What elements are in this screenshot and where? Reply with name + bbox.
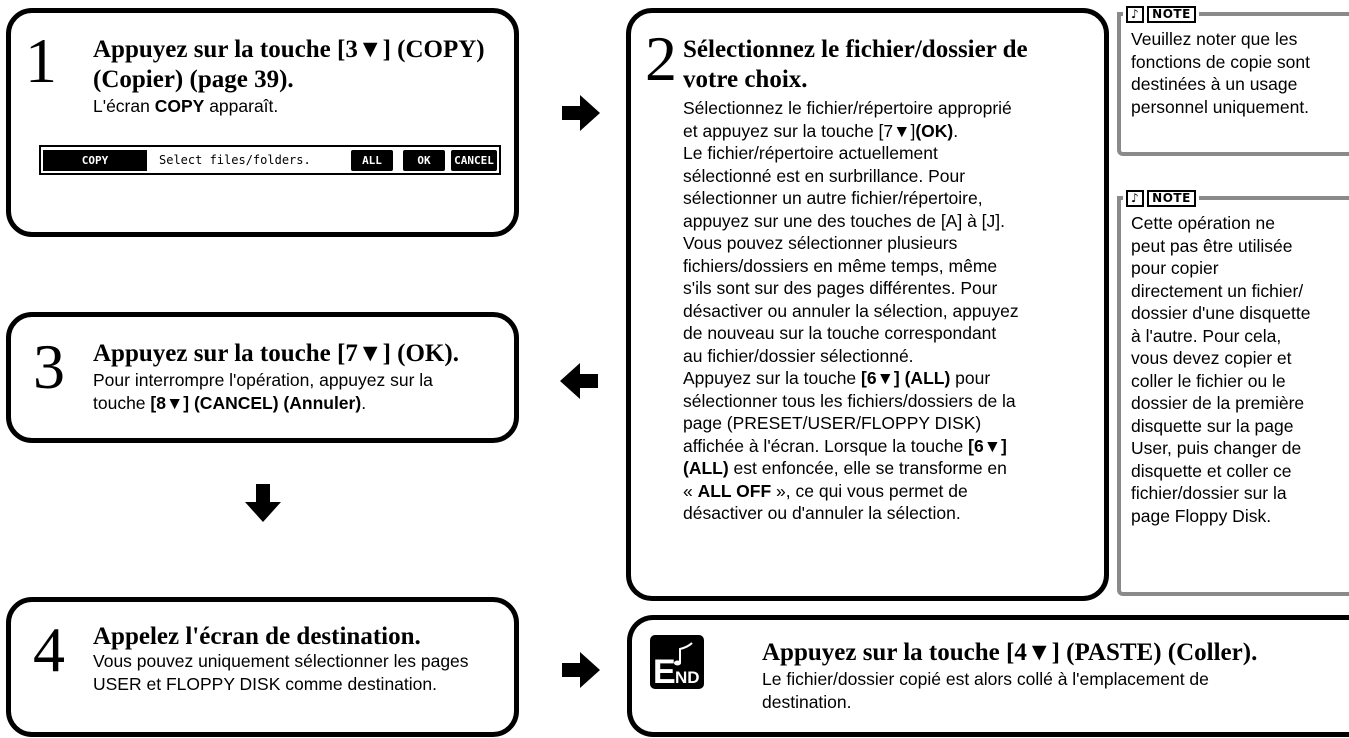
end-box — [627, 615, 1349, 737]
step-2-body: Sélectionnez le fichier/répertoire appro… — [683, 98, 1019, 523]
note-2: ♪ NOTE Cette opération ne peut pas être … — [1117, 189, 1349, 596]
lcd-cancel-button[interactable]: CANCEL — [451, 150, 497, 171]
step-1-title: Appuyez sur la touche [3▼] (COPY) (Copie… — [93, 36, 485, 93]
note-1-text: Veuillez noter que les fonctions de copi… — [1131, 29, 1311, 117]
svg-text:ND: ND — [675, 668, 700, 687]
step-1-box: 1 Appuyez sur la touche [3▼] (COPY) (Cop… — [6, 8, 519, 237]
arrow-right-icon — [562, 95, 600, 131]
arrow-down-icon — [245, 484, 281, 522]
step-3-body: Pour interrompre l'opération, appuyez su… — [93, 370, 433, 413]
note-1: ♪ NOTE Veuillez noter que les fonctions … — [1117, 5, 1349, 156]
step-4-body: Vous pouvez uniquement sélectionner les … — [93, 651, 469, 694]
end-body: Le fichier/dossier copié est alors collé… — [762, 669, 1209, 712]
step-3-number: 3 — [33, 331, 65, 402]
step-1-number: 1 — [25, 25, 57, 96]
end-note-icon: E ND — [653, 642, 700, 691]
step-3-box: 3 Appuyez sur la touche [7▼] (OK). Pour … — [6, 312, 519, 443]
note-2-text: Cette opération ne peut pas être utilisé… — [1131, 213, 1311, 526]
end-icon: E ND — [650, 635, 704, 691]
step-2-title: Sélectionnez le fichier/dossier de votre… — [683, 36, 1028, 93]
step-4-title: Appelez l'écran de destination. — [93, 623, 421, 650]
lcd-message: Select files/folders. — [159, 153, 311, 167]
note-2-label: NOTE — [1147, 189, 1196, 207]
svg-text:E: E — [653, 653, 676, 689]
music-note-icon: ♪ — [1126, 5, 1145, 23]
lcd-ok-button[interactable]: OK — [403, 150, 445, 171]
step-2-number: 2 — [645, 23, 677, 94]
step-4-number: 4 — [33, 614, 65, 685]
step-2-box: 2 Sélectionnez le fichier/dossier de vot… — [626, 8, 1109, 601]
music-note-icon: ♪ — [1126, 189, 1145, 207]
step-3-title: Appuyez sur la touche [7▼] (OK). — [93, 340, 459, 367]
end-title: Appuyez sur la touche [4▼] (PASTE) (Coll… — [762, 639, 1258, 666]
lcd-all-button[interactable]: ALL — [351, 150, 393, 171]
lcd-copy-tab: COPY — [43, 150, 147, 171]
step-4-box: 4 Appelez l'écran de destination. Vous p… — [6, 597, 519, 737]
note-1-label: NOTE — [1147, 5, 1196, 23]
arrow-right-icon — [562, 652, 600, 688]
arrow-left-icon — [560, 363, 598, 399]
copy-screen-display: COPY Select files/folders. ALL OK CANCEL — [39, 145, 501, 175]
step-1-body: L'écran COPY apparaît. — [93, 96, 279, 116]
